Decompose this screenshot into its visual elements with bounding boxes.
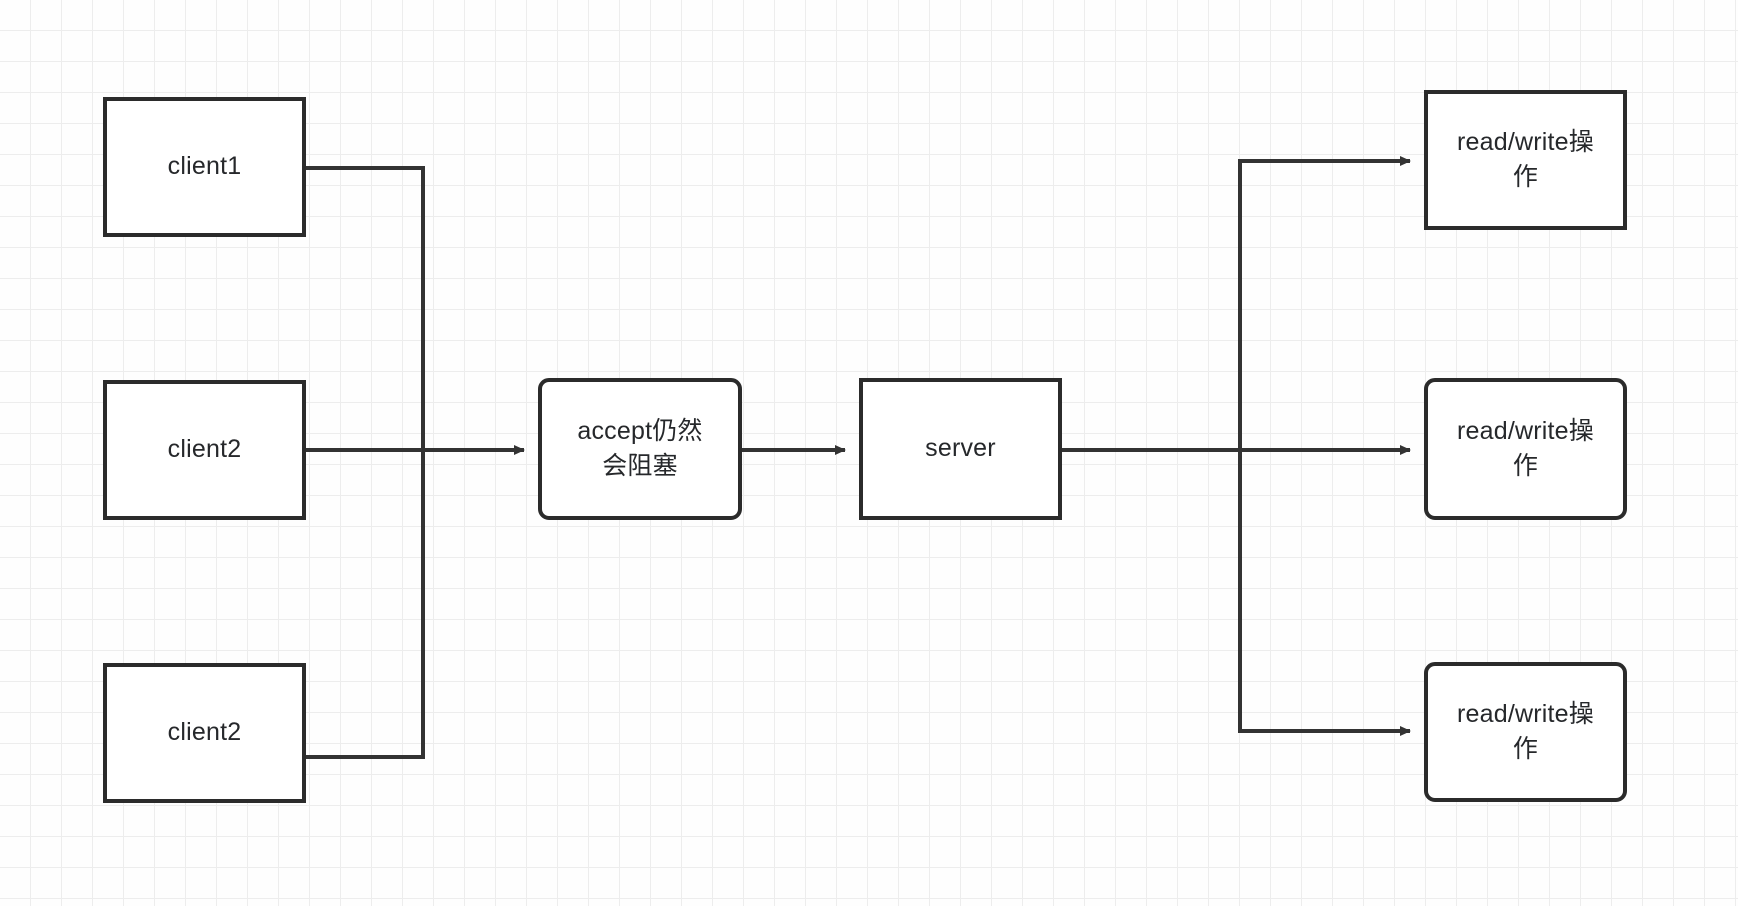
edge-trunk-to-rw3	[1238, 450, 1411, 736]
node-readwrite-top[interactable]: read/write操 作	[1424, 90, 1627, 230]
node-client2-middle[interactable]: client2	[103, 380, 306, 520]
node-accept-blocking-label: accept仍然 会阻塞	[577, 416, 703, 481]
node-readwrite-middle-label: read/write操 作	[1457, 416, 1594, 481]
node-client2-middle-label: client2	[167, 435, 242, 464]
node-server[interactable]: server	[859, 378, 1062, 520]
node-readwrite-bottom-label: read/write操 作	[1457, 699, 1594, 764]
node-client1[interactable]: client1	[103, 97, 306, 237]
node-readwrite-top-label: read/write操 作	[1457, 127, 1594, 192]
edge-client2b-to-trunk	[306, 450, 425, 759]
edge-trunk-to-rw1	[1238, 156, 1411, 450]
node-client1-label: client1	[167, 152, 242, 181]
node-readwrite-bottom[interactable]: read/write操 作	[1424, 662, 1627, 802]
node-server-label: server	[925, 434, 996, 463]
node-client2-bottom-label: client2	[167, 718, 242, 747]
node-client2-bottom[interactable]: client2	[103, 663, 306, 803]
node-accept-blocking[interactable]: accept仍然 会阻塞	[538, 378, 742, 520]
node-readwrite-middle[interactable]: read/write操 作	[1424, 378, 1627, 520]
edge-client1-to-trunk	[306, 166, 425, 450]
